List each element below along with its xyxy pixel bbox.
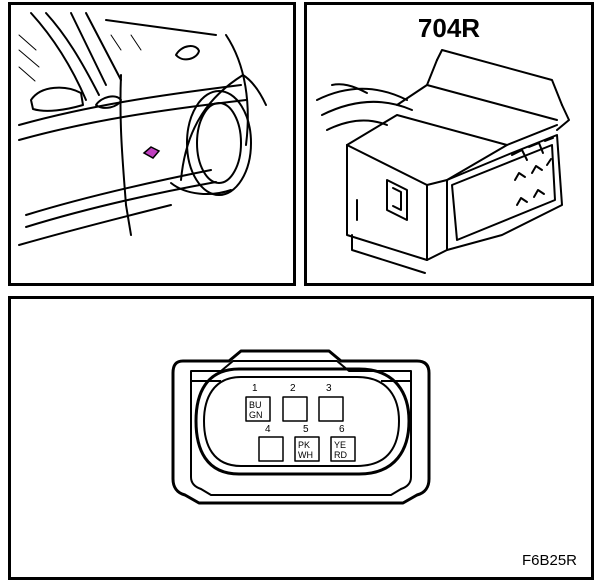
pin-1-wire-color-bottom: GN — [249, 410, 263, 420]
pinout-panel: 1 2 3 4 5 6 BU GN PK WH YE RD F6B25R — [8, 296, 594, 580]
connector-id: 704R — [417, 13, 481, 43]
pin-number-4: 4 — [265, 424, 271, 435]
pin-cavity-5 — [294, 436, 320, 462]
housing-outline — [171, 349, 431, 505]
pin-cavity-4 — [258, 436, 284, 462]
pin-number-6: 6 — [339, 424, 345, 435]
pin-6-wire-color-bottom: RD — [334, 450, 347, 460]
connector-face-diagram: 1 2 3 4 5 6 BU GN PK WH YE RD — [171, 349, 431, 505]
pin-cavity-1 — [245, 396, 271, 422]
pin-cavity-6 — [330, 436, 356, 462]
car-door-illustration — [18, 12, 267, 246]
pin-number-5: 5 — [303, 424, 309, 435]
cavity-face — [194, 367, 411, 476]
pin-5-wire-color-top: PK — [298, 440, 310, 450]
pin-6-wire-color-top: YE — [334, 440, 346, 450]
pin-5-wire-color-bottom: WH — [298, 450, 313, 460]
pin-number-2: 2 — [290, 383, 296, 394]
connector-3d-illustration — [316, 49, 570, 274]
pin-number-3: 3 — [326, 383, 332, 394]
connector-view-panel: 704R — [304, 2, 594, 286]
pin-cavity-3 — [318, 396, 344, 422]
pin-number-1: 1 — [252, 383, 258, 394]
figure-code: F6B25R — [521, 552, 577, 569]
car-location-panel — [8, 2, 296, 286]
connector-location-marker — [142, 146, 161, 159]
pin-1-wire-color-top: BU — [249, 400, 262, 410]
pin-cavity-2 — [282, 396, 308, 422]
